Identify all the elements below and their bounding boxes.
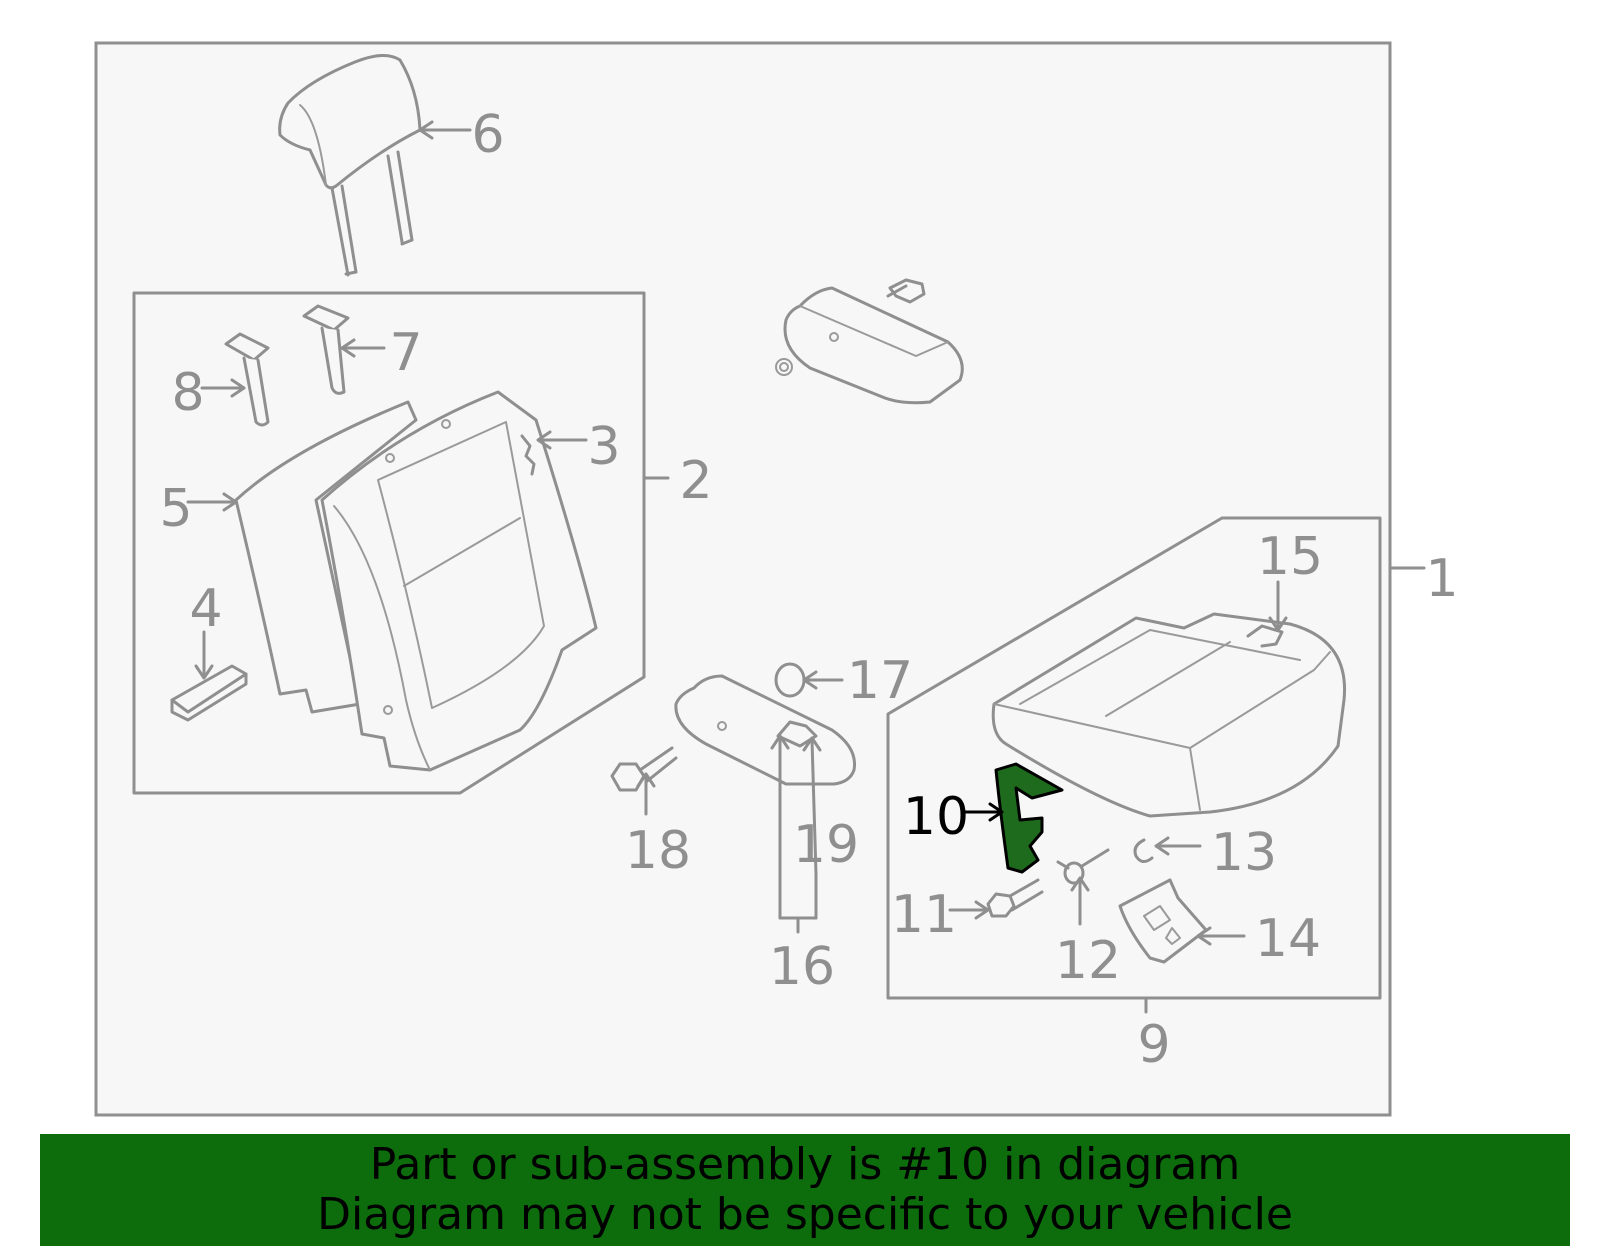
seat-cushion	[991, 612, 1347, 818]
callout-5: 5	[159, 479, 192, 539]
leader-lines	[186, 120, 1426, 1014]
callout-19: 19	[793, 815, 859, 875]
callout-16: 16	[769, 937, 835, 997]
callout-4: 4	[189, 579, 222, 639]
armrest-upper	[775, 278, 964, 405]
footer-banner: Part or sub-assembly is #10 in diagram D…	[40, 1134, 1570, 1246]
footer-line-disclaimer: Diagram may not be specific to your vehi…	[317, 1189, 1293, 1240]
seat-back-frame	[320, 390, 598, 772]
callout-2: 2	[679, 451, 712, 511]
callout-12: 12	[1055, 931, 1121, 991]
callout-14: 14	[1255, 909, 1321, 969]
callout-8: 8	[171, 363, 204, 423]
callout-3: 3	[587, 417, 620, 477]
bracket-4	[170, 664, 248, 722]
seat-back-group-box	[132, 291, 646, 795]
callout-6: 6	[471, 105, 504, 165]
armrest-lower	[674, 674, 857, 786]
callout-13: 13	[1211, 823, 1277, 883]
nut-12	[1056, 848, 1110, 885]
callout-7: 7	[389, 323, 422, 383]
clip-3	[520, 434, 536, 476]
callout-11: 11	[891, 885, 957, 945]
bolt-11	[986, 878, 1044, 918]
bracket-14	[1118, 878, 1208, 964]
callout-17: 17	[847, 651, 913, 711]
callout-9: 9	[1137, 1015, 1170, 1075]
callout-18: 18	[625, 821, 691, 881]
headrest-guide-8	[224, 332, 270, 427]
seat-cushion-group-box	[886, 516, 1382, 1000]
headrest-guide-7	[302, 304, 350, 395]
footer-line-part-number: Part or sub-assembly is #10 in diagram	[369, 1139, 1241, 1190]
callout-10: 10	[903, 787, 969, 847]
callout-15: 15	[1257, 527, 1323, 587]
highlighted-part-10	[994, 762, 1064, 874]
callout-1: 1	[1425, 549, 1458, 609]
headrest	[278, 54, 422, 277]
leader-line-10	[960, 802, 1004, 822]
clip-13	[1133, 838, 1154, 863]
